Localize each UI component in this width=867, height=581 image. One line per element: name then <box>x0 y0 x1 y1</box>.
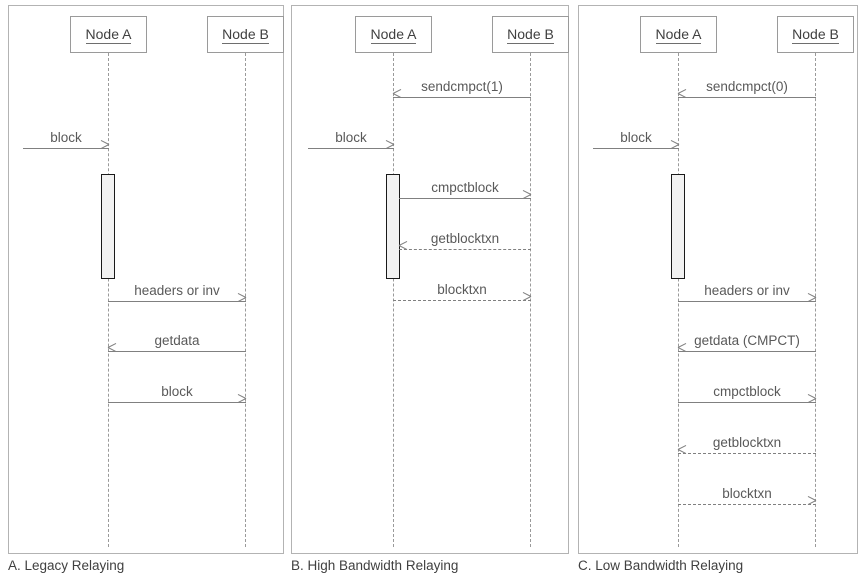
message-line <box>393 300 531 301</box>
message-line <box>108 351 246 352</box>
panel-high-bandwidth-relaying: Node A Node B sendcmpct(1) block cmpctbl… <box>291 5 569 554</box>
message-line <box>108 301 246 302</box>
node-a-label: Node A <box>655 25 702 44</box>
node-a-box: Node A <box>640 16 717 53</box>
message-label: headers or inv <box>134 283 220 298</box>
node-a-label: Node A <box>85 25 132 44</box>
node-b-label: Node B <box>792 25 839 44</box>
node-b-box: Node B <box>777 16 854 53</box>
panel-low-bandwidth-relaying: Node A Node B sendcmpct(0) block headers… <box>578 5 858 554</box>
lifeline-node-a <box>108 53 109 547</box>
message-line <box>678 453 816 454</box>
message-label: cmpctblock <box>431 180 499 195</box>
activation-bar-node-a <box>101 174 115 279</box>
node-b-box: Node B <box>492 16 569 53</box>
activation-bar-node-a <box>671 174 685 279</box>
caption-panel-c: C. Low Bandwidth Relaying <box>578 558 744 573</box>
message-label: getblocktxn <box>712 435 782 450</box>
node-a-box: Node A <box>355 16 432 53</box>
node-a-label: Node A <box>370 25 417 44</box>
message-label: blocktxn <box>437 282 487 297</box>
message-line <box>108 402 246 403</box>
message-line <box>678 351 816 352</box>
message-label: block <box>161 384 193 399</box>
message-label: sendcmpct(1) <box>421 79 503 94</box>
node-b-label: Node B <box>222 25 269 44</box>
message-line <box>23 148 109 149</box>
message-label: getblocktxn <box>430 231 500 246</box>
message-label: sendcmpct(0) <box>706 79 788 94</box>
message-label: block <box>50 130 82 145</box>
message-line <box>678 97 816 98</box>
node-a-box: Node A <box>70 16 147 53</box>
caption-panel-b: B. High Bandwidth Relaying <box>291 558 459 573</box>
message-label: getdata <box>154 333 200 348</box>
message-label: blocktxn <box>722 486 772 501</box>
panel-legacy-relaying: Node A Node B block headers or inv getda… <box>8 5 284 554</box>
message-line <box>593 148 679 149</box>
message-line <box>678 402 816 403</box>
message-line <box>399 198 531 199</box>
message-line <box>678 301 816 302</box>
node-b-box: Node B <box>207 16 284 53</box>
caption-panel-a: A. Legacy Relaying <box>8 558 125 573</box>
message-line <box>678 504 816 505</box>
message-line <box>399 249 531 250</box>
message-label: cmpctblock <box>713 384 781 399</box>
message-label: block <box>335 130 367 145</box>
message-line <box>393 97 531 98</box>
activation-bar-node-a <box>386 174 400 279</box>
node-b-label: Node B <box>507 25 554 44</box>
message-label: headers or inv <box>704 283 790 298</box>
lifeline-node-a <box>678 53 679 547</box>
message-label: getdata (CMPCT) <box>694 333 800 348</box>
message-line <box>308 148 394 149</box>
message-label: block <box>620 130 652 145</box>
